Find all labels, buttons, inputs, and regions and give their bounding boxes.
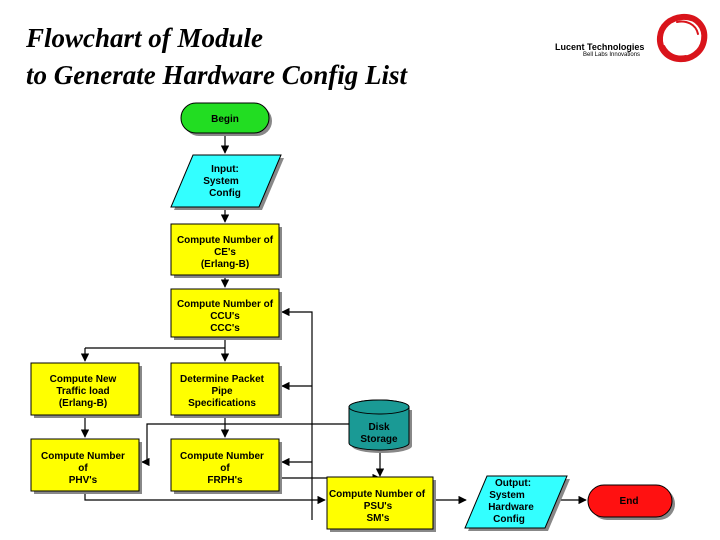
brand-block: Lucent Technologies Bell Labs Innovation… (555, 42, 644, 58)
node-traffic-line2: Traffic load (56, 386, 109, 397)
node-ccu-line1: Compute Number of (177, 299, 274, 310)
node-ccu-shape (170, 288, 280, 338)
node-ce-line1: Compute Number of (177, 235, 274, 246)
node-output: Output: System Hardware Config (464, 475, 570, 531)
node-frph-line2: of (220, 463, 230, 474)
logo-ring (656, 13, 708, 63)
node-packet-line2: Pipe (211, 386, 233, 397)
node-output-line4: Config (493, 514, 525, 525)
node-frph-line1: Compute Number (180, 451, 264, 462)
node-input-shape (170, 154, 282, 208)
edge-return-ccu (281, 307, 313, 520)
node-ccu-line2: CCU's (210, 311, 240, 322)
node-begin-label: Begin (211, 114, 239, 125)
node-phv-line2: of (78, 463, 88, 474)
node-psu-line3: SM's (367, 513, 390, 524)
node-psu-line2: PSU's (364, 501, 393, 512)
node-disk-line2: Storage (360, 434, 398, 445)
node-end: End (587, 484, 675, 520)
node-traffic-line1: Compute New (50, 374, 117, 385)
node-input-line3: Config (209, 188, 241, 199)
node-ce-shape (170, 223, 280, 276)
node-packet-shape (170, 362, 280, 416)
node-psu-line1: Compute Number of (329, 489, 426, 500)
title-line-2: to Generate Hardware Config List (26, 60, 408, 90)
node-end-shape (587, 484, 673, 518)
node-input-line1: Input: (211, 164, 239, 175)
edge-disk-phv (141, 423, 349, 467)
node-ce-line2: CE's (214, 247, 236, 258)
node-packet-line3: Specifications (188, 398, 256, 409)
page-title: Flowchart of Module to Generate Hardware… (26, 20, 407, 94)
node-traffic-shape (30, 362, 140, 416)
connectors (80, 134, 587, 520)
lucent-logo-icon (656, 13, 708, 63)
node-ce-line3: (Erlang-B) (201, 259, 249, 270)
node-frph: Compute Number of FRPH's (170, 438, 282, 494)
node-phv-line3: PHV's (69, 475, 98, 486)
brand-name: Lucent Technologies (555, 42, 645, 52)
node-output-line1: Output: (495, 478, 531, 489)
node-output-line2: System (489, 490, 525, 501)
node-input: Input: System Config (170, 154, 284, 210)
node-traffic: Compute New Traffic load (Erlang-B) (30, 362, 142, 418)
node-ce: Compute Number of CE's (Erlang-B) (170, 223, 282, 278)
node-output-line3: Hardware (488, 502, 534, 513)
title-line-1: Flowchart of Module (26, 23, 264, 53)
node-output-shape (464, 475, 568, 529)
node-begin-shape (180, 102, 270, 134)
brand-tagline: Bell Labs Innovations (583, 52, 641, 58)
node-frph-shape (170, 438, 280, 492)
node-packet: Determine Packet Pipe Specifications (170, 362, 282, 418)
node-begin: Begin (180, 102, 272, 136)
node-frph-line3: FRPH's (207, 475, 243, 486)
node-disk: Disk Storage (348, 399, 412, 453)
node-input-line2: System (203, 176, 239, 187)
node-packet-line1: Determine Packet (180, 374, 265, 385)
node-psu-shape (326, 476, 434, 530)
node-end-label: End (620, 496, 639, 507)
node-ccu: Compute Number of CCU's CCC's (170, 288, 282, 340)
node-phv: Compute Number of PHV's (30, 438, 142, 494)
node-traffic-line3: (Erlang-B) (59, 398, 107, 409)
node-psu: Compute Number of PSU's SM's (326, 476, 436, 532)
node-phv-shape (30, 438, 140, 492)
node-phv-line1: Compute Number (41, 451, 125, 462)
node-disk-line1: Disk (368, 422, 390, 433)
node-ccu-line3: CCC's (210, 323, 240, 334)
